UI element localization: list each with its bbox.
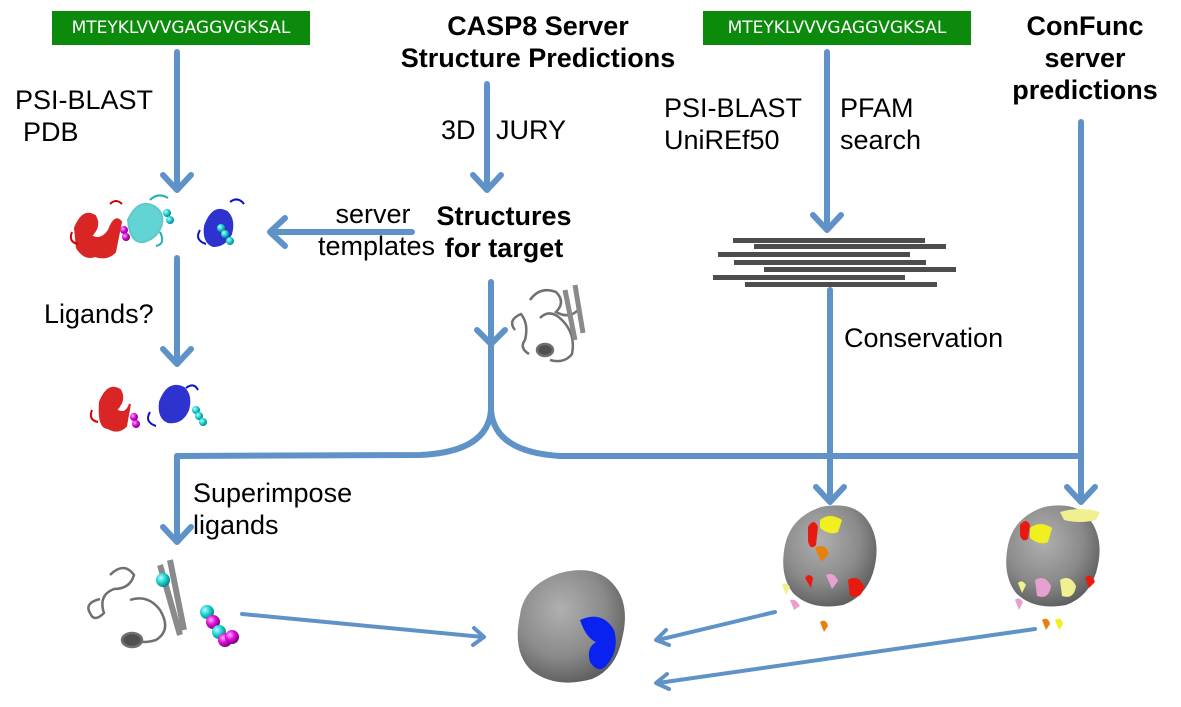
arrow-head-4 [267, 215, 288, 249]
arrow-head-10 [471, 626, 486, 647]
arrow-head-3 [810, 212, 844, 233]
arrow-conservation-to-final [656, 610, 777, 642]
superimposed-model [87, 559, 187, 649]
arrow-confunc-to-final [656, 627, 1037, 685]
arrow-head-1 [160, 172, 194, 193]
casp8-title: CASP8 Server Structure Predictions [398, 10, 678, 74]
template-structure-red [69, 200, 123, 259]
arrow-head-5 [160, 346, 194, 367]
junction-right-branch [488, 407, 1083, 459]
ligand-cyan-sphere [192, 406, 200, 414]
alignment-bar [764, 267, 956, 272]
conservation-label: Conservation [844, 323, 1004, 353]
ligand-magenta-sphere [122, 233, 130, 241]
arrow-head-7 [160, 524, 194, 545]
alignment-bar [713, 275, 905, 280]
sequence-box-right: MTEYKLVVVGAGGVGKSAL [703, 11, 971, 45]
conservation-surface [782, 505, 877, 632]
ligand-cyan-sphere [156, 573, 170, 587]
alignment-bar [733, 238, 925, 243]
arrow-head-8 [813, 484, 847, 505]
arrow-head-12 [654, 672, 671, 691]
ligand-magenta-sphere [120, 226, 128, 234]
jury-label: JURY [496, 115, 567, 145]
superimpose-line2: ligands [193, 510, 279, 540]
alignment-bar [745, 282, 937, 287]
ligand-magenta-sphere [225, 630, 239, 644]
ligand-cyan-sphere [199, 418, 207, 426]
ligand-cyan-sphere [226, 237, 234, 245]
psiblast-uniref-label: PSI-BLAST UniREf50 [664, 92, 802, 156]
psiblast-pdb-line2: PDB [23, 117, 79, 147]
jury-3d-label: 3D [441, 115, 476, 145]
structures-line1: Structures [436, 201, 572, 231]
psiblast-uniref-line2: UniREf50 [664, 125, 780, 155]
arrow-superimposed-to-final [240, 612, 485, 639]
psiblast-pdb-line1: PSI-BLAST [15, 85, 154, 115]
pfam-line1: PFAM [840, 93, 914, 123]
psiblast-uniref-line1: PSI-BLAST [664, 93, 803, 123]
confunc-title-line3: predictions [1012, 75, 1158, 105]
predicted-site-blue [580, 616, 616, 670]
casp8-title-line1: CASP8 Server [447, 11, 629, 41]
ligand-template-blue [147, 384, 199, 427]
confunc-surface [1006, 505, 1100, 630]
ligand-cyan-sphere [163, 209, 171, 217]
server-templates-line2: templates [318, 231, 436, 261]
ligand-cyan-sphere [221, 230, 229, 238]
casp8-title-line2: Structure Predictions [400, 43, 676, 73]
server-templates-label: server templates [318, 198, 436, 262]
alignment-bar [718, 252, 910, 257]
ligand-cyan-sphere [195, 412, 203, 420]
structures-line2: for target [444, 233, 564, 263]
alignment-bars [713, 238, 956, 287]
template-structure-blue [197, 198, 245, 248]
structures-for-target-label: Structures for target [424, 200, 584, 264]
ligand-cyan-sphere [217, 224, 225, 232]
pfam-label: PFAM search [840, 92, 921, 156]
final-surface [517, 570, 625, 683]
alignment-bar [754, 244, 946, 249]
superimpose-ligands-label: Superimpose ligands [193, 477, 352, 541]
psiblast-pdb-label: PSI-BLAST PDB [15, 84, 153, 148]
junction-left-branch [174, 341, 494, 459]
ligand-magenta-sphere [132, 420, 140, 428]
ligands-question-label: Ligands? [44, 299, 154, 329]
pfam-line2: search [840, 125, 922, 155]
alignment-bar [734, 260, 926, 265]
superimpose-line1: Superimpose [193, 478, 353, 508]
confunc-title-line2: server [1044, 43, 1126, 73]
target-model-gray [510, 284, 586, 363]
ligand-template-red [89, 386, 131, 432]
ligand-magenta-sphere [130, 413, 138, 421]
sequence-box-left: MTEYKLVVVGAGGVGKSAL [52, 11, 310, 45]
arrow-head-2 [470, 172, 504, 193]
server-templates-line1: server [335, 199, 411, 229]
arrow-head-9 [1064, 484, 1098, 505]
confunc-title-line1: ConFunc [1026, 11, 1144, 41]
template-structure-cyan [126, 194, 169, 247]
ligand-cyan-sphere [166, 216, 174, 224]
arrow-head-11 [654, 628, 671, 647]
confunc-title: ConFunc server predictions [995, 10, 1175, 106]
